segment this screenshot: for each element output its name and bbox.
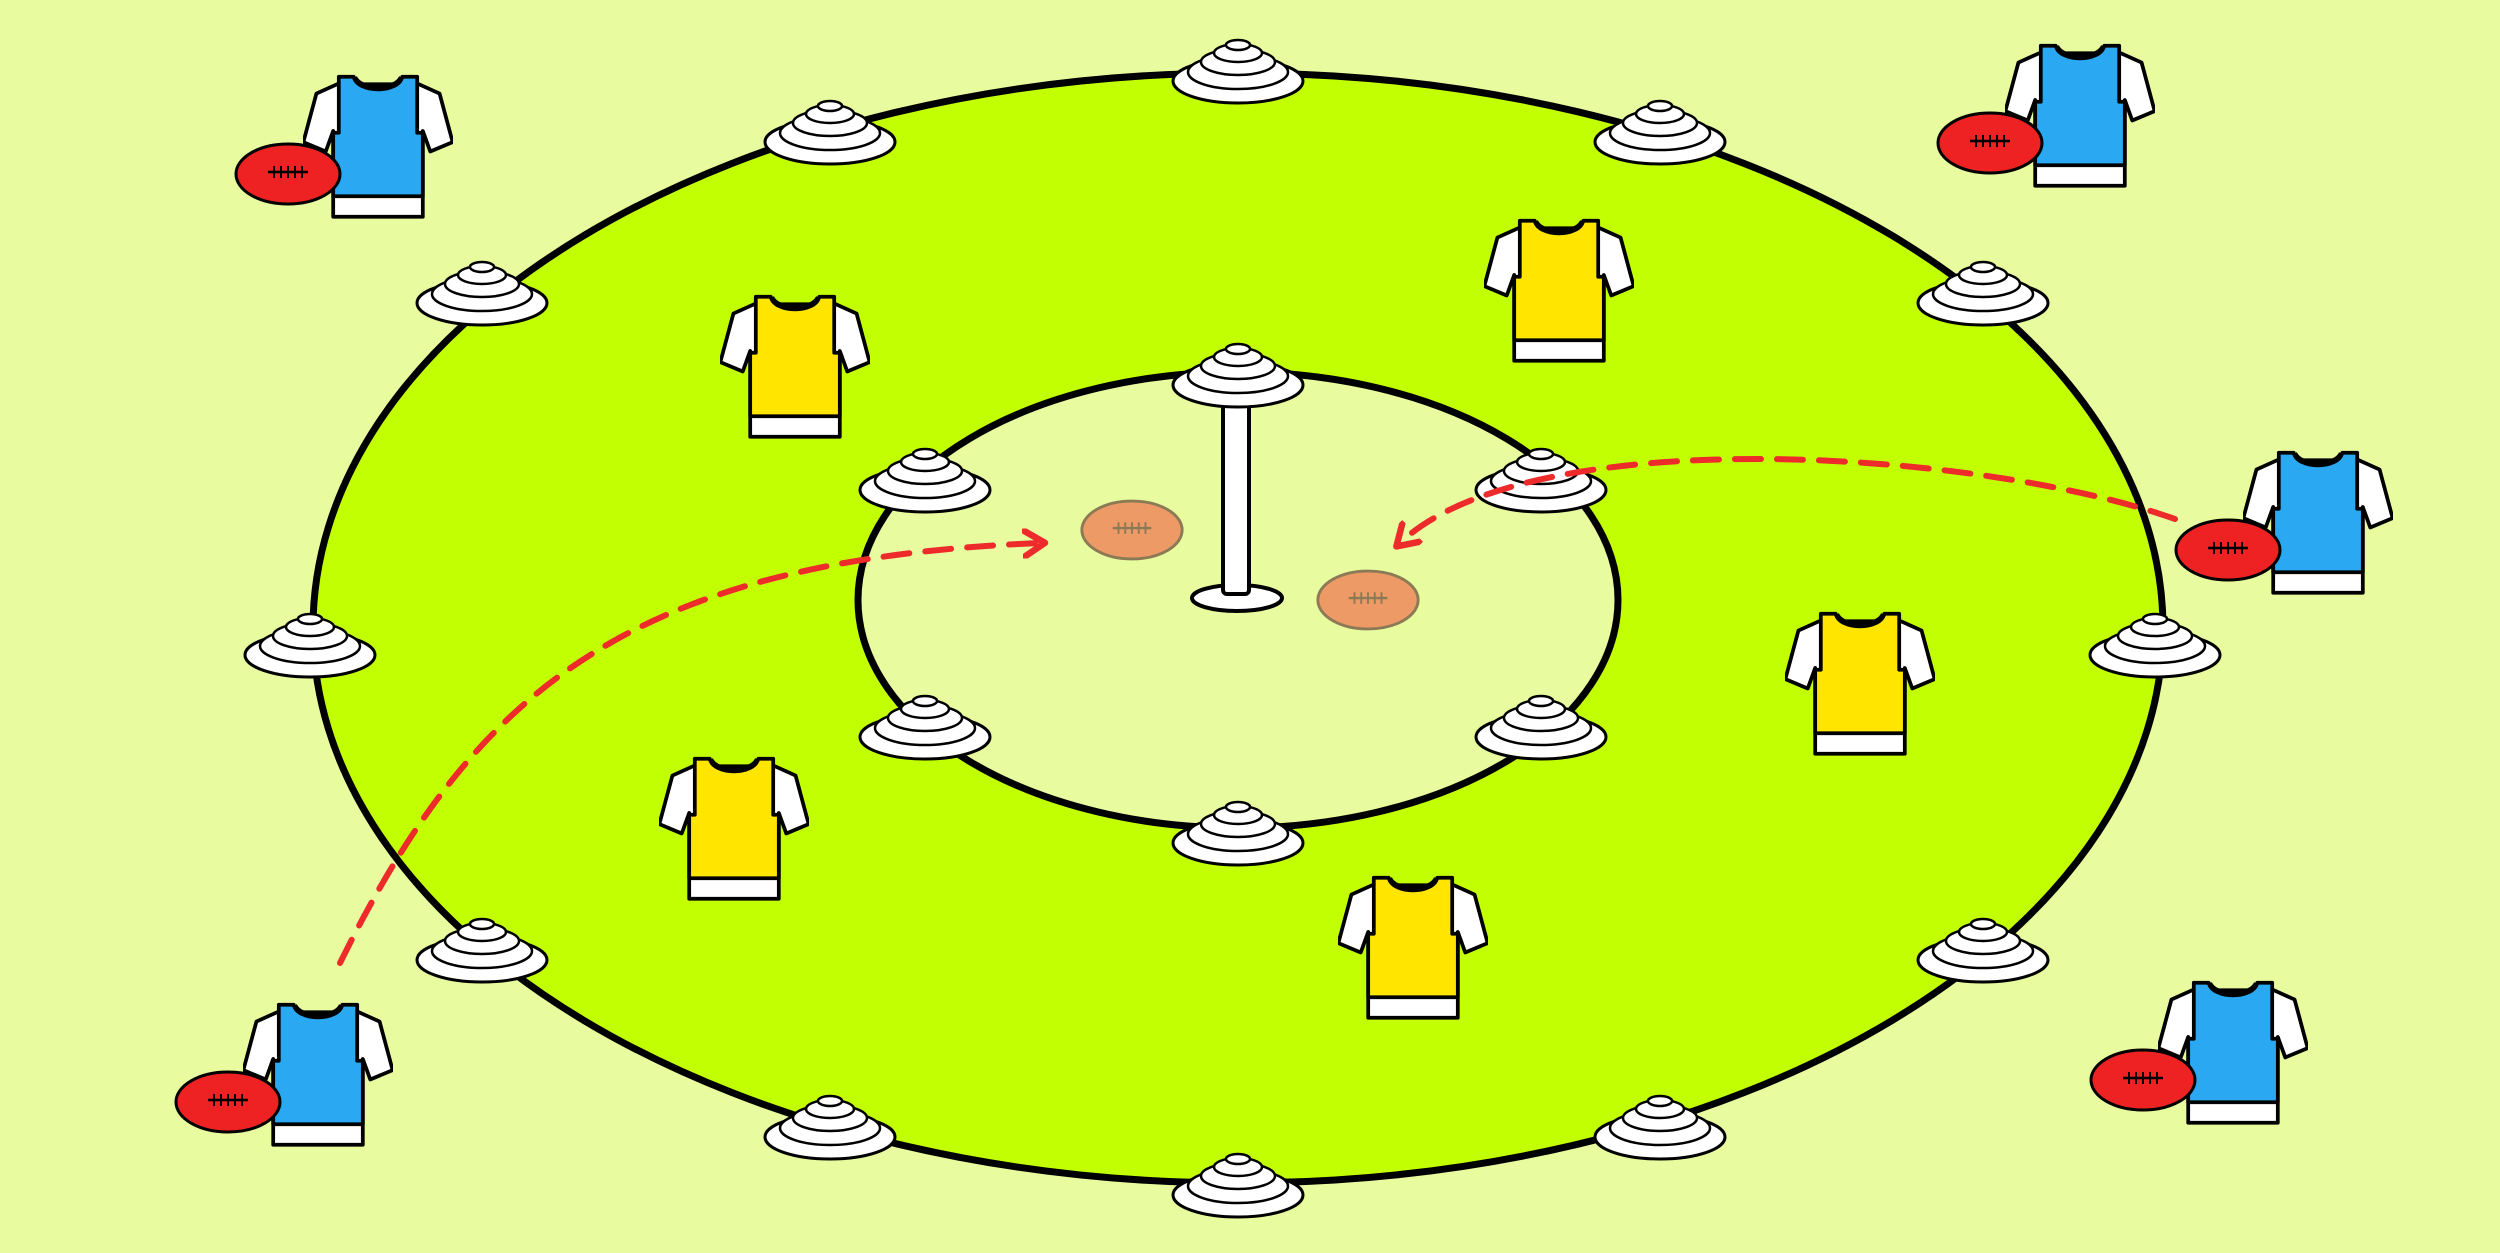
football-icon-shape — [2174, 518, 2282, 582]
football-icon-shape — [1080, 499, 1184, 561]
football-icon-shape — [2089, 1048, 2197, 1112]
football-icon — [1080, 499, 1184, 561]
football-icon — [2089, 1048, 2197, 1112]
football-icon-shape — [234, 142, 342, 206]
football-icon — [174, 1070, 282, 1134]
football-icon-shape — [174, 1070, 282, 1134]
football-icon — [234, 142, 342, 206]
goal-post-icon — [1190, 386, 1284, 613]
football-icon — [2174, 518, 2282, 582]
football-icon — [1316, 569, 1420, 631]
football-icon — [1936, 111, 2044, 175]
pass-arrow-right — [1400, 456, 2178, 543]
football-icon-shape — [1316, 569, 1420, 631]
pass-arrow-left — [337, 543, 1040, 966]
football-icon-shape — [1936, 111, 2044, 175]
pass-arrows — [337, 456, 2178, 966]
